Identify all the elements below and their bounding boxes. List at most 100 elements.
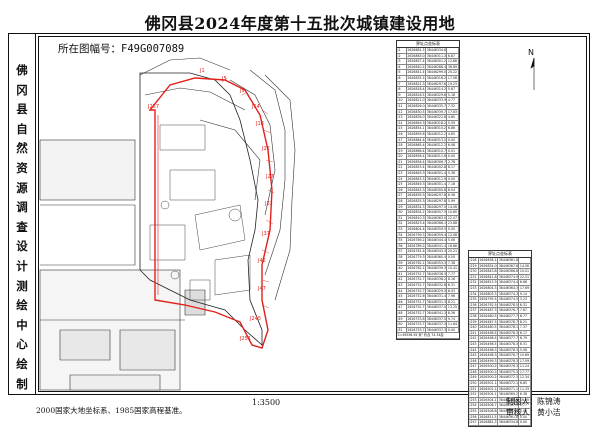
- table-cell: 38446374.331: [498, 291, 520, 297]
- table-cell: 38446361.811: [498, 258, 520, 263]
- table-cell: 9.74: [447, 316, 459, 322]
- table-cell: 2626813.300: [479, 280, 499, 285]
- table-cell: 2626849.382: [407, 182, 427, 187]
- table-cell: 5.67: [447, 87, 459, 92]
- table-cell: 38446378.121: [498, 325, 520, 330]
- table-cell: 38446378.317: [498, 347, 520, 353]
- table-cell: J30: [397, 210, 407, 215]
- table-cell: 4.65: [447, 131, 459, 137]
- table-cell: 5.18: [447, 92, 459, 98]
- table-cell: 38446301.480: [426, 182, 448, 187]
- table-cell: 0.00: [447, 154, 459, 159]
- table-cell: 38446367.303: [498, 403, 520, 409]
- table-cell: 2626803.310: [479, 291, 499, 297]
- table-cell: 38446310.777: [426, 148, 448, 154]
- table-cell: 38446339.766: [426, 109, 448, 115]
- table-cell: 0.00: [447, 254, 459, 260]
- interior-buildings: [149, 124, 251, 301]
- table-cell: J250: [469, 381, 479, 386]
- outer-frame: [8, 33, 590, 395]
- table-cell: 38446367.314: [498, 409, 520, 414]
- table-cell: 2626792.504: [479, 302, 499, 308]
- table-cell: J48: [397, 310, 407, 316]
- tree-symbol: [228, 208, 242, 222]
- side-caption-char: 绘: [16, 356, 28, 371]
- table-cell: J16: [397, 131, 407, 137]
- table-cell: J14: [397, 120, 407, 126]
- table-cell: 2626781.403: [407, 249, 427, 254]
- side-caption-char: 资: [16, 160, 28, 175]
- table-cell: 38446302.850: [426, 165, 448, 171]
- map-sheet-number: 所在图幅号：F49G007089: [58, 41, 184, 56]
- table-cell: J46: [397, 299, 407, 305]
- table-cell: 5.59: [447, 120, 459, 126]
- table-body: J12626881.31738446334.857J22626863.03638…: [397, 48, 459, 334]
- table-cell: J20: [397, 154, 407, 159]
- table-cell: J8: [397, 87, 407, 92]
- table-cell: J248: [469, 369, 479, 375]
- table-cell: 16.95: [519, 397, 531, 403]
- table-cell: 38446361.820: [498, 414, 520, 420]
- table-cell: J23: [397, 171, 407, 176]
- table-cell: 2626838.181: [479, 258, 499, 263]
- table-cell: 38446329.311: [426, 288, 448, 294]
- table-cell: 14.06: [519, 263, 531, 269]
- table-cell: 38446329.630: [426, 92, 448, 98]
- table-cell: 38446299.066: [426, 70, 448, 75]
- table-cell: 11.33: [519, 386, 531, 392]
- document-title: 佛冈县2024年度第十五批次城镇建设用地: [144, 14, 456, 33]
- table-cell: 38446368.301: [498, 397, 520, 403]
- side-caption-char: 县: [16, 102, 28, 117]
- table-cell: 6.58: [447, 193, 459, 199]
- table-cell: 2626830.523: [407, 109, 427, 115]
- coordinate-table-2: 界址点坐标表 J2282626838.18138446361.811J22926…: [468, 250, 532, 427]
- table-cell: 38446378.323: [498, 358, 520, 364]
- table-cell: J255: [469, 409, 479, 414]
- table-cell: 13.25: [447, 305, 459, 310]
- building-block: [59, 329, 111, 361]
- building-block: [69, 374, 161, 391]
- table-cell: 2626821.020: [407, 98, 427, 103]
- table-cell: 11.64: [447, 322, 459, 327]
- table-cell: 6.31: [519, 341, 531, 347]
- table-cell: 38446312.210: [426, 143, 448, 148]
- table-cell: 38446353.331: [426, 260, 448, 266]
- table-cell: J1: [397, 48, 407, 53]
- side-caption-char: 制: [16, 376, 28, 391]
- table-cell: J253: [469, 397, 479, 403]
- side-caption: 佛冈县自然资源调查设计测绘中心绘制: [8, 61, 36, 394]
- table-cell: 6.86: [447, 126, 459, 131]
- table-cell: 38446341.455: [426, 243, 448, 249]
- table-cell: 2626857.460: [407, 59, 427, 64]
- table-cell: 10.41: [447, 266, 459, 271]
- table-cell: 6.04: [447, 187, 459, 193]
- table-cell: 38446374.516: [498, 297, 520, 302]
- table-cell: J37: [397, 249, 407, 254]
- table-cell: 2626789.282: [407, 238, 427, 243]
- table-cell: J13: [397, 115, 407, 120]
- table-cell: 38446378.503: [498, 302, 520, 308]
- building-block: [119, 329, 176, 371]
- svg-text:J31: J31: [264, 201, 273, 207]
- table-cell: 38446364.384: [498, 285, 520, 291]
- table-cell: 17.69: [519, 285, 531, 291]
- table-cell: 23.88: [447, 221, 459, 226]
